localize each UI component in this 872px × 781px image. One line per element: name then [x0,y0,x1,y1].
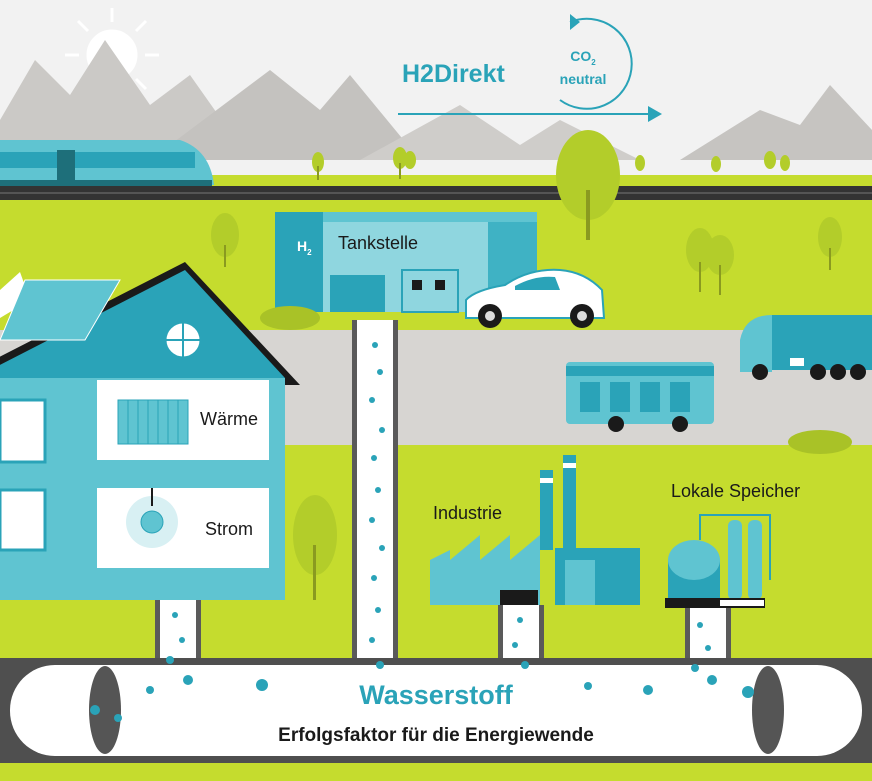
label-industrie: Industrie [433,503,503,523]
lightbulb-icon [126,488,178,548]
bushes [260,306,852,454]
storage-tank-icon [665,514,771,608]
car-icon [465,268,606,328]
field-strip [0,175,872,187]
label-strom: Strom [205,519,254,539]
factory-icon [430,455,640,605]
ground-strip [0,760,872,781]
radiator-icon [117,399,189,445]
label-lokale-speicher: Lokale Speicher [671,481,801,501]
trees [211,130,842,600]
label-tankstelle: Tankstelle [338,233,419,253]
label-waerme: Wärme [200,409,258,429]
co2-text: CO [570,48,592,64]
footer-title: Wasserstoff [359,680,513,710]
h2-sign: H2 [297,238,312,257]
co2-subscript: 2 [591,57,596,67]
footer-subtitle: Erfolgsfaktor für die Energiewende [278,725,594,746]
co2-neutral-label: CO2 neutral [553,48,613,88]
co2-cycle-arrow-icon [398,14,662,122]
house-icon [0,262,300,600]
bus-icon [566,362,714,432]
h2-symbol: H [297,238,308,254]
train-icon [0,140,214,186]
neutral-text: neutral [559,70,607,87]
brand-title: H2Direkt [402,60,505,88]
mountains [0,40,872,160]
hydrogen-bubbles [90,342,754,722]
h2-subscript: 2 [307,247,312,257]
truck-icon [740,315,872,380]
